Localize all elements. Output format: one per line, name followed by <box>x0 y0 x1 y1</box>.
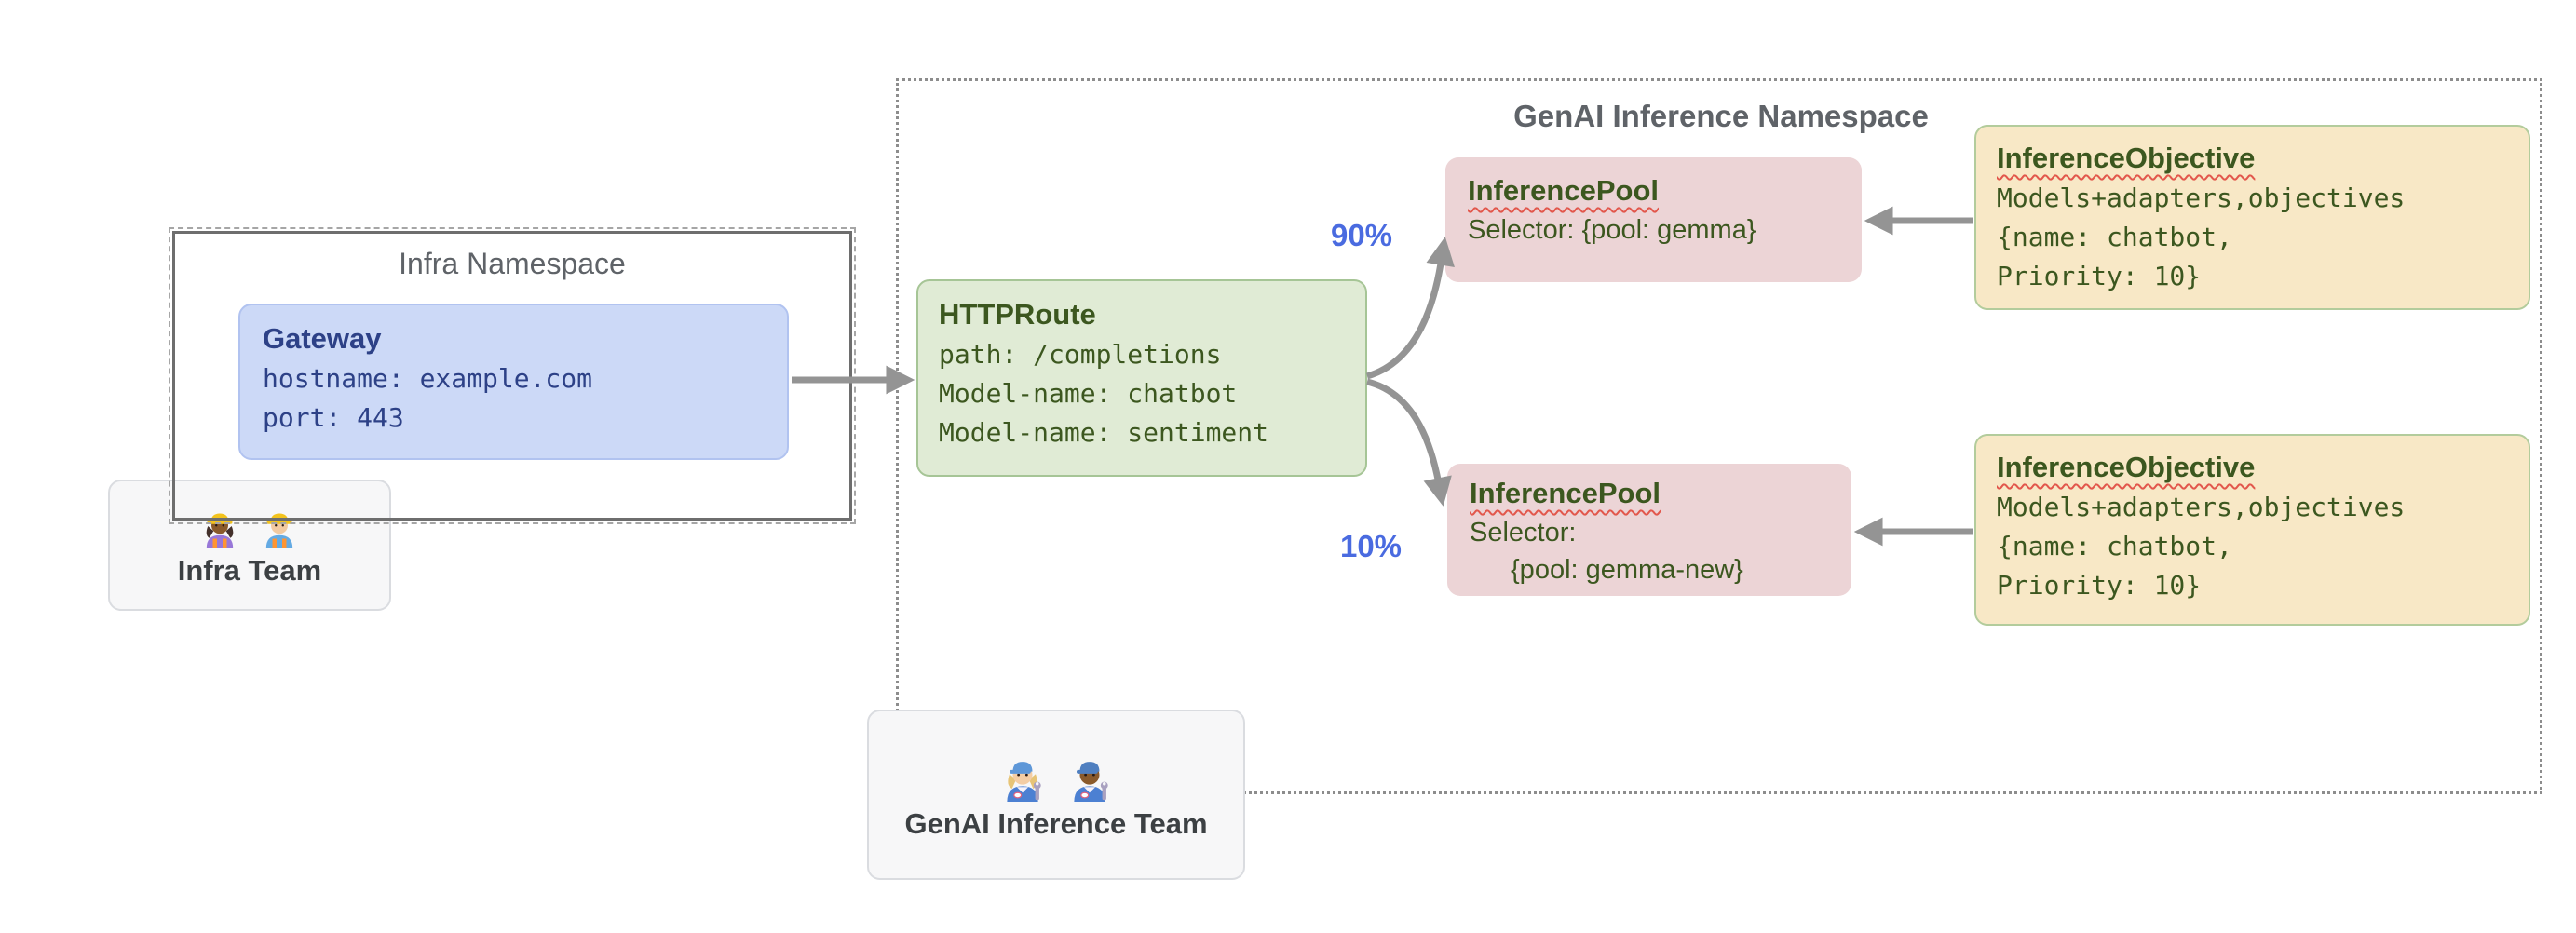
inference-objective-top-title: InferenceObjective <box>1997 142 2256 174</box>
inference-objective-top-box: InferenceObjective Models+adapters,objec… <box>1974 125 2530 310</box>
inference-pool-bottom-pool-line: {pool: gemma-new} <box>1511 555 1743 585</box>
genai-team-label: GenAI Inference Team <box>904 806 1208 840</box>
gateway-hostname-line: hostname: example.com <box>263 363 593 394</box>
infra-namespace-box: Infra Namespace <box>169 227 856 524</box>
inference-pool-bottom-selector-line: Selector: <box>1470 518 1577 548</box>
httproute-model-sentiment-line: Model-name: sentiment <box>939 417 1269 448</box>
inference-pool-top-selector-line: Selector: {pool: gemma} <box>1468 215 1756 245</box>
infra-team-label: Infra Team <box>177 553 322 587</box>
genai-namespace-title: GenAI Inference Namespace <box>1513 99 1929 133</box>
httproute-title: HTTPRoute <box>939 298 1096 331</box>
objective-bottom-priority-line: Priority: 10} <box>1997 570 2202 601</box>
genai-team-card: GenAI Inference Team <box>867 710 1245 880</box>
genai-namespace-box <box>896 78 2542 794</box>
gateway-port-line: port: 443 <box>263 402 404 433</box>
httproute-model-chatbot-line: Model-name: chatbot <box>939 378 1238 409</box>
inference-objective-bottom-box: InferenceObjective Models+adapters,objec… <box>1974 434 2530 626</box>
inference-pool-bottom-title: InferencePool <box>1470 477 1661 509</box>
httproute-box: HTTPRoute path: /completions Model-name:… <box>916 279 1367 477</box>
gateway-title: Gateway <box>263 322 382 355</box>
objective-top-name-line: {name: chatbot, <box>1997 222 2232 252</box>
objective-bottom-models-line: Models+adapters,objectives <box>1997 492 2406 522</box>
mechanic-woman-emoji <box>1007 761 1041 802</box>
inference-objective-bottom-title: InferenceObjective <box>1997 451 2256 483</box>
httproute-path-line: path: /completions <box>939 339 1222 370</box>
objective-top-models-line: Models+adapters,objectives <box>1997 183 2406 213</box>
traffic-split-90-label: 90% <box>1330 218 1393 252</box>
inference-pool-gemma-new-box: InferencePool Selector: {pool: gemma-new… <box>1447 464 1851 596</box>
inference-pool-gemma-box: InferencePool Selector: {pool: gemma} <box>1445 157 1862 282</box>
inference-pool-top-title: InferencePool <box>1468 174 1659 207</box>
traffic-split-10-label: 10% <box>1339 529 1403 563</box>
gateway-box: Gateway hostname: example.com port: 443 <box>238 304 789 460</box>
objective-top-priority-line: Priority: 10} <box>1997 261 2202 291</box>
infra-namespace-title: Infra Namespace <box>399 247 626 280</box>
mechanic-man-emoji <box>1074 761 1108 802</box>
objective-bottom-name-line: {name: chatbot, <box>1997 531 2232 561</box>
genai-team-icons <box>997 750 1116 802</box>
